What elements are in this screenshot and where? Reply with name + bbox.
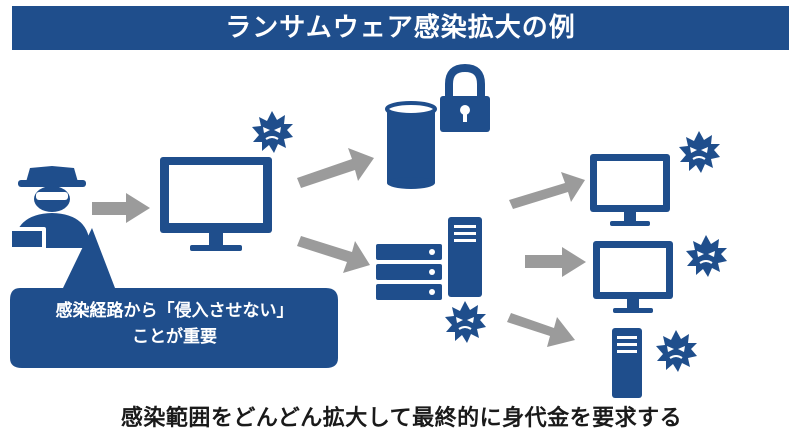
- callout-text: 感染経路から「侵入させない」 ことが重要: [12, 298, 337, 350]
- database-icon: [385, 101, 437, 189]
- arrow-pc-to-server: [297, 236, 370, 273]
- virus-icon: [685, 234, 728, 278]
- arrow-to-pc-middle: [525, 247, 586, 277]
- virus-icon: [251, 110, 294, 154]
- lock-icon: [440, 63, 490, 132]
- monitor-icon: [593, 241, 673, 313]
- arrow-to-pc-top: [509, 172, 585, 209]
- title-bar: ランサムウェア感染拡大の例: [12, 6, 789, 50]
- virus-icon: [655, 329, 698, 373]
- callout-line-2: ことが重要: [132, 327, 217, 347]
- server-tower-icon: [448, 217, 482, 297]
- virus-icon: [678, 130, 721, 174]
- virus-icon: [444, 300, 487, 344]
- arrow-to-tower: [507, 313, 575, 347]
- arrow-hacker-to-pc: [92, 193, 150, 223]
- monitor-icon: [160, 157, 272, 251]
- page-title: ランサムウェア感染拡大の例: [225, 13, 576, 43]
- server-tower-icon: [612, 328, 642, 398]
- server-rack-icon: [376, 244, 442, 300]
- monitor-icon: [590, 154, 670, 226]
- bottom-caption: 感染範囲をどんどん拡大して最終的に身代金を要求する: [120, 406, 683, 431]
- hacker-icon: [8, 166, 90, 250]
- arrow-pc-to-database: [297, 148, 374, 188]
- callout-line-1: 感染経路から「侵入させない」: [55, 301, 294, 321]
- callout-bubble: [10, 228, 338, 368]
